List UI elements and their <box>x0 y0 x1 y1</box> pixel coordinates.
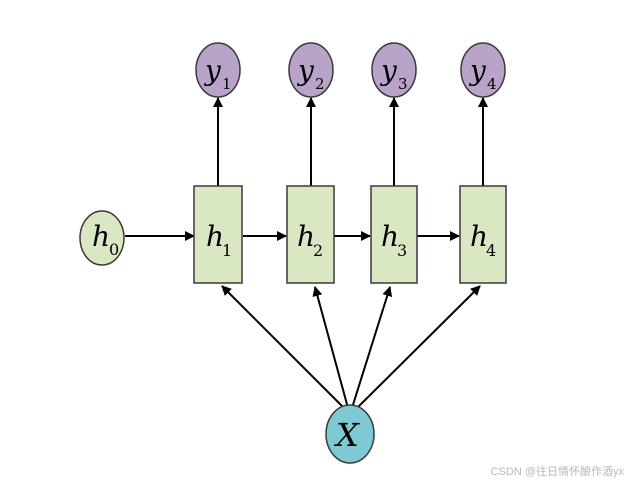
node-h1-sub: 1 <box>222 241 232 260</box>
node-h2-sub: 2 <box>313 241 323 260</box>
node-y4: y 4 <box>460 42 506 98</box>
node-h3-sub: 3 <box>397 241 407 260</box>
arrow-x-to-h4 <box>354 285 481 411</box>
node-h4: h 4 <box>459 185 507 284</box>
node-h3-label: h <box>381 220 399 253</box>
arrow-x-to-h1 <box>221 285 347 411</box>
node-h0: h 0 <box>79 210 125 266</box>
node-y3-sub: 3 <box>398 75 408 93</box>
arrow-x-to-h2 <box>312 286 349 409</box>
node-y2-sub: 2 <box>315 75 325 93</box>
node-y3-shape <box>371 42 417 98</box>
arrow-x-to-h3 <box>351 286 393 409</box>
node-h2-shape <box>286 185 335 284</box>
node-y1-label: y <box>203 54 222 87</box>
node-x: X <box>325 404 375 464</box>
node-y1-sub: 1 <box>222 75 232 93</box>
watermark: CSDN @往日情怀酿作酒yx <box>490 466 624 478</box>
node-y4-sub: 4 <box>487 75 497 93</box>
node-y1: y 1 <box>195 42 241 98</box>
node-h4-shape <box>459 185 507 284</box>
node-h0-shape <box>79 210 125 266</box>
node-h3-shape <box>370 185 418 284</box>
node-h2: h 2 <box>286 185 335 284</box>
node-x-shape <box>325 404 375 464</box>
node-y4-label: y <box>468 54 487 87</box>
node-x-label: X <box>333 416 360 454</box>
node-h1: h 1 <box>193 185 243 284</box>
node-h4-sub: 4 <box>486 241 496 260</box>
node-h1-label: h <box>206 220 224 253</box>
node-h0-sub: 0 <box>109 240 119 259</box>
node-h3: h 3 <box>370 185 418 284</box>
node-y2: y 2 <box>288 42 334 98</box>
node-y4-shape <box>460 42 506 98</box>
node-y1-shape <box>195 42 241 98</box>
node-y3-label: y <box>379 54 398 87</box>
node-y2-shape <box>288 42 334 98</box>
node-h1-shape <box>193 185 243 284</box>
node-h0-label: h <box>92 220 110 253</box>
node-h2-label: h <box>297 220 315 253</box>
node-h4-label: h <box>470 220 488 253</box>
node-y2-label: y <box>296 54 315 87</box>
node-y3: y 3 <box>371 42 417 98</box>
